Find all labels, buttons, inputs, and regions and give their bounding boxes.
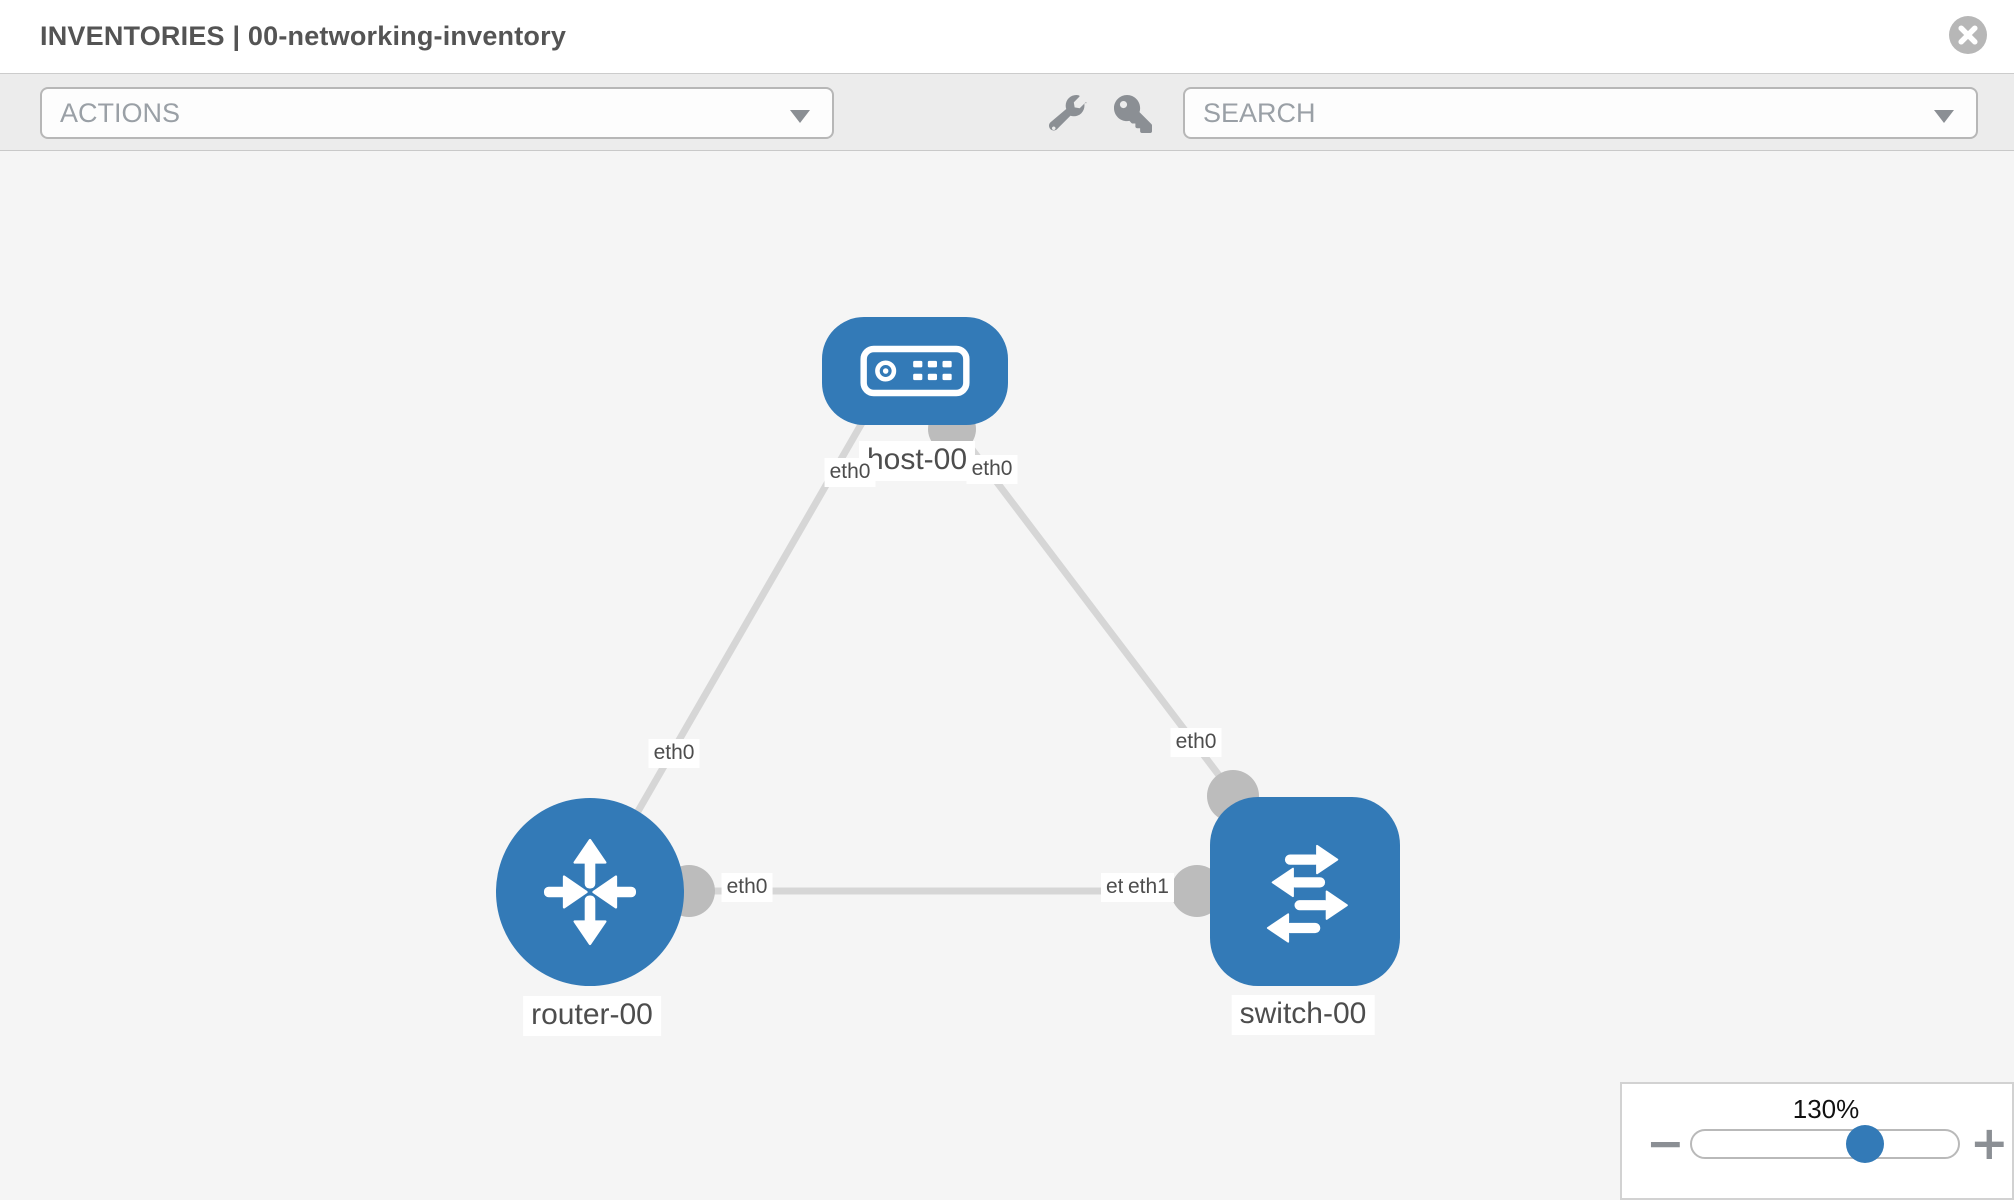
node-host-00[interactable] <box>822 317 1008 425</box>
interface-label-switch-eth1: eth1 <box>1123 873 1174 902</box>
zoom-slider-thumb[interactable] <box>1846 1125 1884 1163</box>
actions-dropdown-label: ACTIONS <box>60 97 181 128</box>
node-label-host-00: host-00 <box>858 441 976 481</box>
interface-label-host-eth0-left: eth0 <box>824 458 876 487</box>
search-dropdown-label: SEARCH <box>1203 97 1316 128</box>
node-label-router-00: router-00 <box>523 996 661 1036</box>
interface-label-router-eth0-uplink: eth0 <box>648 739 700 768</box>
topology-canvas[interactable]: host-00 router-00 switch-00 eth0 eth0 et… <box>0 151 2014 1200</box>
zoom-out-button[interactable]: − <box>1646 1108 1685 1178</box>
node-switch-00[interactable] <box>1210 797 1400 986</box>
actions-dropdown[interactable]: ACTIONS <box>40 87 834 139</box>
interface-label-host-eth0-right: eth0 <box>966 455 1018 484</box>
interface-label-router-eth0: eth0 <box>721 873 773 902</box>
interface-label-switch-eth0: eth0 <box>1170 728 1222 757</box>
credentials-button[interactable] <box>1113 95 1153 135</box>
zoom-panel: 130% − + <box>1620 1082 2014 1200</box>
key-icon <box>1114 95 1152 133</box>
configure-button[interactable] <box>1048 95 1088 135</box>
chevron-down-icon <box>1934 110 1954 123</box>
links-layer <box>588 381 1259 917</box>
zoom-level: 130% <box>1792 1094 1860 1124</box>
chevron-down-icon <box>790 110 810 123</box>
close-button[interactable] <box>1948 15 1988 55</box>
search-dropdown[interactable]: SEARCH <box>1183 87 1978 139</box>
page-title: INVENTORIES | 00-networking-inventory <box>40 21 567 51</box>
wrench-icon <box>1048 95 1087 131</box>
node-router-00[interactable] <box>496 798 684 986</box>
zoom-slider[interactable] <box>1690 1125 1960 1163</box>
close-icon <box>1949 16 1987 54</box>
server-icon <box>860 345 970 397</box>
toolbar: ACTIONS SEARCH <box>0 73 2014 151</box>
switch-arrows-icon <box>1266 844 1348 943</box>
node-label-switch-00: switch-00 <box>1231 995 1375 1035</box>
zoom-in-button[interactable]: + <box>1970 1108 2009 1178</box>
router-arrows-icon <box>543 838 637 946</box>
header: INVENTORIES | 00-networking-inventory <box>0 0 2014 73</box>
